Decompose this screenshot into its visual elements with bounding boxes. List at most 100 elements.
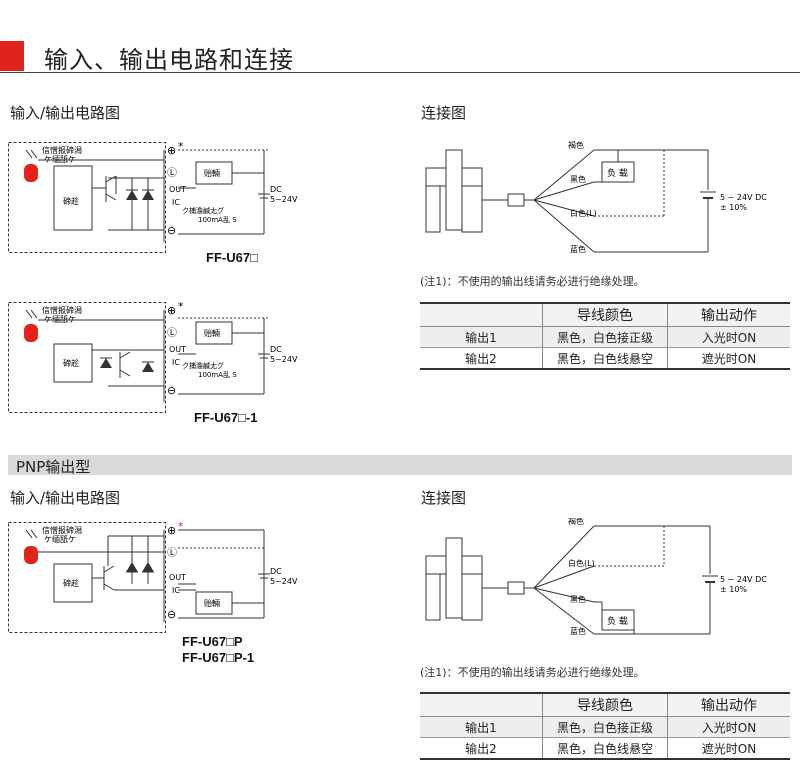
- svg-text:贻輛: 贻輛: [204, 168, 220, 178]
- npn-circuit-title: 输入/输出电路图: [10, 104, 121, 122]
- table-corner-cell: [420, 692, 543, 717]
- svg-text:白色(L): 白色(L): [568, 558, 595, 568]
- svg-text:OUT: OUT: [169, 345, 186, 354]
- row-color: 黑色，白色接正级: [542, 326, 668, 348]
- indicator-led-icon: [24, 546, 38, 564]
- npn-label-2: FF-U67□-1: [194, 410, 258, 425]
- svg-text:碲趁: 碲趁: [63, 196, 79, 206]
- pnp-circuit-diagram: 信憎报碲潟 ケ缅舐ケ 碲趁 ⊕ * Ⓛ OUT IC ⊖ 贻輛 DC 5~24V: [8, 520, 298, 633]
- svg-text:⊕: ⊕: [167, 304, 176, 317]
- svg-text:⊕: ⊕: [167, 524, 176, 537]
- svg-text:ク捕澹鹹尢グ: ク捕澹鹹尢グ: [182, 361, 224, 370]
- row-name: 输出1: [420, 716, 543, 738]
- table-row: 输出1 黑色，白色接正级 入光时ON: [420, 326, 790, 348]
- svg-text:ケ缅舐ケ: ケ缅舐ケ: [44, 154, 76, 164]
- svg-text:DC: DC: [270, 185, 282, 194]
- pnp-connect-title: 连接图: [421, 489, 467, 507]
- svg-text:信憎报碲潟: 信憎报碲潟: [42, 145, 82, 155]
- svg-text:DC: DC: [270, 345, 282, 354]
- table-header-action: 输出动作: [667, 692, 790, 717]
- svg-text:贻輛: 贻輛: [204, 598, 220, 608]
- svg-text:OUT: OUT: [169, 185, 186, 194]
- npn-connect-title: 连接图: [421, 104, 467, 122]
- svg-text:Ⓛ: Ⓛ: [167, 167, 177, 179]
- row-action: 入光时ON: [667, 326, 790, 348]
- svg-text:ケ缅舐ケ: ケ缅舐ケ: [44, 534, 76, 544]
- svg-text:黑色: 黑色: [570, 174, 586, 184]
- svg-text:DC: DC: [270, 567, 282, 576]
- svg-text:IC: IC: [172, 586, 180, 595]
- pnp-circuit-title: 输入/输出电路图: [10, 489, 121, 507]
- svg-text:100mA乱 S: 100mA乱 S: [198, 370, 237, 379]
- table-row: 输出1 黑色，白色接正级 入光时ON: [420, 716, 790, 738]
- npn-label-1: FF-U67□: [206, 250, 258, 265]
- svg-text:OUT: OUT: [169, 573, 186, 582]
- row-name: 输出2: [420, 737, 543, 760]
- svg-text:*: *: [178, 140, 184, 153]
- svg-text:IC: IC: [172, 198, 180, 207]
- table-row: 输出2 黑色，白色线悬空 遮光时ON: [420, 347, 790, 370]
- table-header-color: 导线颜色: [542, 302, 668, 327]
- row-action: 遮光时ON: [667, 737, 790, 760]
- indicator-led-icon: [24, 324, 38, 342]
- svg-text:蓝色: 蓝色: [570, 626, 586, 636]
- npn-circuit-diagram-2: 信憎报碲潟 ケ缅舐ケ 碲趁 ⊕ * Ⓛ OUT IC ⊖ 贻輛 ク捕澹鹹尢グ 1…: [8, 300, 298, 413]
- npn-circuit-diagram-1: 信憎报碲潟 ケ缅舐ケ 碲趁 ⊕ * Ⓛ OUT IC ⊖ 贻輛 ク捕澹鹹尢グ 1…: [8, 140, 298, 253]
- table-header-color: 导线颜色: [542, 692, 668, 717]
- pnp-section-band: [8, 455, 792, 475]
- title-accent-bar: [0, 41, 24, 71]
- svg-text:IC: IC: [172, 358, 180, 367]
- pnp-label-2: FF-U67□P-1: [182, 650, 255, 665]
- svg-text:⊖: ⊖: [167, 608, 176, 621]
- row-name: 输出1: [420, 326, 543, 348]
- pnp-spec-table: 导线颜色 输出动作 输出1 黑色，白色接正级 入光时ON 输出2 黑色，白色线悬…: [420, 692, 790, 760]
- svg-text:碲趁: 碲趁: [63, 358, 79, 368]
- svg-text:ケ缅舐ケ: ケ缅舐ケ: [44, 314, 76, 324]
- svg-text:白色(L): 白色(L): [570, 208, 597, 218]
- svg-text:5~24V: 5~24V: [270, 195, 298, 204]
- row-color: 黑色，白色接正级: [542, 716, 668, 738]
- npn-spec-table: 导线颜色 输出动作 输出1 黑色，白色接正级 入光时ON 输出2 黑色，白色线悬…: [420, 302, 790, 370]
- table-corner-cell: [420, 302, 543, 327]
- svg-text:± 10%: ± 10%: [720, 203, 747, 212]
- svg-text:*: *: [178, 300, 184, 313]
- table-header-action: 输出动作: [667, 302, 790, 327]
- svg-text:5 ~ 24V DC: 5 ~ 24V DC: [720, 575, 767, 584]
- row-color: 黑色，白色线悬空: [542, 347, 668, 370]
- pnp-note: (注1)：不使用的输出线请务必进行绝缘处理。: [420, 666, 645, 679]
- svg-text:Ⓛ: Ⓛ: [167, 547, 177, 559]
- npn-note: (注1)：不使用的输出线请务必进行绝缘处理。: [420, 275, 645, 288]
- svg-text:信憎报碲潟: 信憎报碲潟: [42, 525, 82, 535]
- svg-text:黑色: 黑色: [570, 594, 586, 604]
- row-name: 输出2: [420, 347, 543, 370]
- row-action: 遮光时ON: [667, 347, 790, 370]
- svg-text:信憎报碲潟: 信憎报碲潟: [42, 305, 82, 315]
- indicator-led-icon: [24, 164, 38, 182]
- svg-text:⊖: ⊖: [167, 224, 176, 237]
- svg-text:碲趁: 碲趁: [63, 578, 79, 588]
- svg-text:负 载: 负 载: [607, 615, 628, 627]
- svg-text:100mA乱 S: 100mA乱 S: [198, 215, 237, 224]
- table-row: 输出2 黑色，白色线悬空 遮光时ON: [420, 737, 790, 760]
- svg-text:*: *: [178, 520, 184, 533]
- npn-wiring-diagram: 褐色 黑色 白色(L) 蓝色 负 载 5 ~ 24V DC ± 10%: [425, 140, 767, 254]
- row-color: 黑色，白色线悬空: [542, 737, 668, 760]
- svg-text:ク捕澹鹹尢グ: ク捕澹鹹尢グ: [182, 206, 224, 215]
- svg-text:贻輛: 贻輛: [204, 328, 220, 338]
- title-divider: [0, 72, 800, 73]
- page-title: 输入、输出电路和连接: [44, 46, 294, 74]
- svg-text:5 ~ 24V DC: 5 ~ 24V DC: [720, 193, 767, 202]
- svg-text:褐色: 褐色: [568, 518, 584, 526]
- svg-text:负 载: 负 载: [607, 167, 628, 179]
- svg-text:⊖: ⊖: [167, 384, 176, 397]
- svg-text:褐色: 褐色: [568, 140, 584, 150]
- svg-text:± 10%: ± 10%: [720, 585, 747, 594]
- svg-text:蓝色: 蓝色: [570, 244, 586, 254]
- svg-text:⊕: ⊕: [167, 144, 176, 157]
- svg-text:Ⓛ: Ⓛ: [167, 327, 177, 339]
- row-action: 入光时ON: [667, 716, 790, 738]
- pnp-wiring-diagram: 褐色 白色(L) 黑色 蓝色 负 载 5 ~ 24V DC ± 10%: [425, 518, 767, 636]
- pnp-label-1: FF-U67□P: [182, 634, 243, 649]
- svg-text:5~24V: 5~24V: [270, 355, 298, 364]
- pnp-section-title: PNP输出型: [16, 458, 91, 476]
